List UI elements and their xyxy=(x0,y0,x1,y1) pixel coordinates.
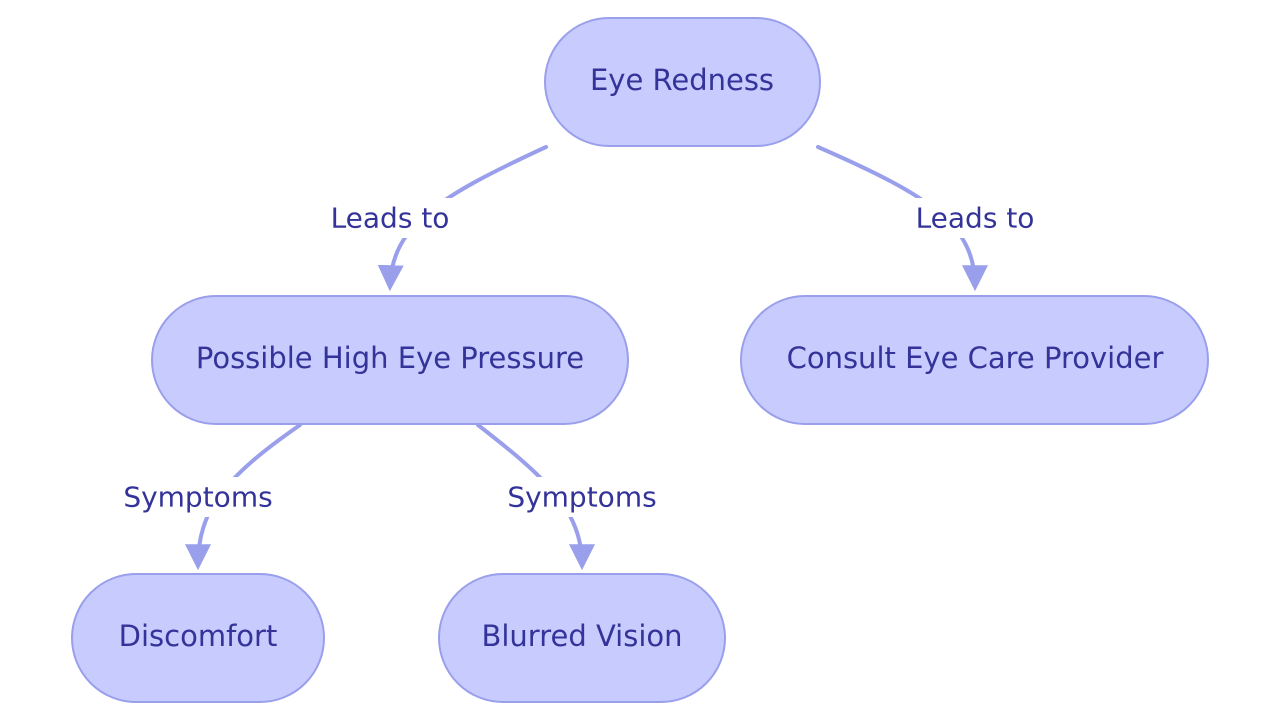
node-eye-redness[interactable]: Eye Redness xyxy=(544,17,821,147)
node-label: Consult Eye Care Provider xyxy=(787,341,1164,375)
edge-label-pressure-to-blurred: Symptoms xyxy=(496,477,668,517)
node-label: Discomfort xyxy=(119,619,278,653)
node-label: Possible High Eye Pressure xyxy=(196,341,584,375)
edge-label-text: Leads to xyxy=(916,202,1035,235)
node-label: Blurred Vision xyxy=(481,619,682,653)
node-label: Eye Redness xyxy=(590,63,774,97)
edge-label-text: Leads to xyxy=(331,202,450,235)
node-discomfort[interactable]: Discomfort xyxy=(71,573,325,703)
edge-label-redness-to-pressure: Leads to xyxy=(318,198,462,238)
edge-label-text: Symptoms xyxy=(123,481,272,514)
edge-label-pressure-to-discomfort: Symptoms xyxy=(112,477,284,517)
edge-label-text: Symptoms xyxy=(507,481,656,514)
node-consult-eye-care-provider[interactable]: Consult Eye Care Provider xyxy=(740,295,1209,425)
node-blurred-vision[interactable]: Blurred Vision xyxy=(438,573,726,703)
edge-label-redness-to-consult: Leads to xyxy=(903,198,1047,238)
node-possible-high-eye-pressure[interactable]: Possible High Eye Pressure xyxy=(151,295,629,425)
